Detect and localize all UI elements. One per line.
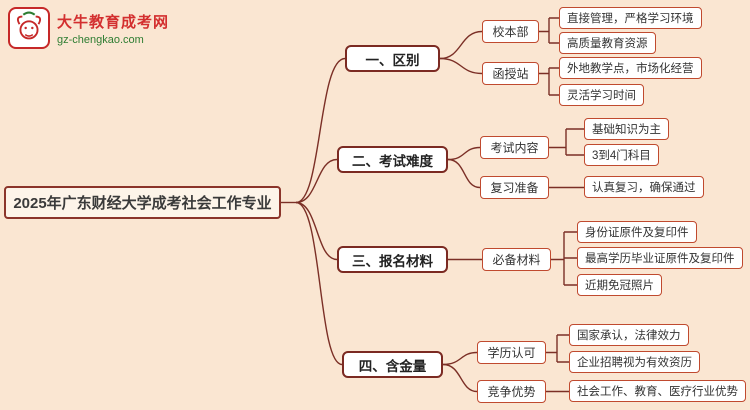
site-logo: 大牛教育成考网 gz-chengkao.com — [8, 7, 169, 49]
leaf-node: 基础知识为主 — [584, 118, 669, 140]
leaf-node: 灵活学习时间 — [559, 84, 644, 106]
bull-logo-icon — [8, 7, 50, 49]
subtopic-competitive-advantage: 竞争优势 — [477, 380, 546, 403]
branch-node-application-materials: 三、报名材料 — [337, 246, 448, 273]
branch-node-differences: 一、区别 — [345, 45, 440, 72]
subtopic-review-preparation: 复习准备 — [480, 176, 549, 199]
leaf-node: 外地教学点，市场化经营 — [559, 57, 702, 79]
branch-node-value: 四、含金量 — [342, 351, 443, 378]
site-name: 大牛教育成考网 — [57, 13, 170, 31]
leaf-node: 认真复习，确保通过 — [584, 176, 704, 198]
leaf-node: 直接管理，严格学习环境 — [559, 7, 702, 29]
subtopic-exam-content: 考试内容 — [480, 136, 549, 159]
subtopic-required-materials: 必备材料 — [482, 248, 551, 271]
leaf-node: 国家承认，法律效力 — [569, 324, 689, 346]
leaf-node: 最高学历毕业证原件及复印件 — [577, 247, 743, 269]
subtopic-main-campus: 校本部 — [482, 20, 539, 43]
leaf-node: 近期免冠照片 — [577, 274, 662, 296]
logo-text: 大牛教育成考网 gz-chengkao.com — [57, 11, 169, 46]
leaf-node: 高质量教育资源 — [559, 32, 656, 54]
leaf-node: 身份证原件及复印件 — [577, 221, 697, 243]
leaf-node: 社会工作、教育、医疗行业优势 — [569, 380, 746, 402]
central-topic: 2025年广东财经大学成考社会工作专业 — [4, 186, 281, 219]
branch-node-exam-difficulty: 二、考试难度 — [337, 146, 448, 173]
leaf-node: 3到4门科目 — [584, 144, 659, 166]
subtopic-correspondence-station: 函授站 — [482, 62, 539, 85]
leaf-node: 企业招聘视为有效资历 — [569, 351, 700, 373]
site-url: gz-chengkao.com — [57, 33, 144, 46]
subtopic-degree-recognition: 学历认可 — [477, 341, 546, 364]
